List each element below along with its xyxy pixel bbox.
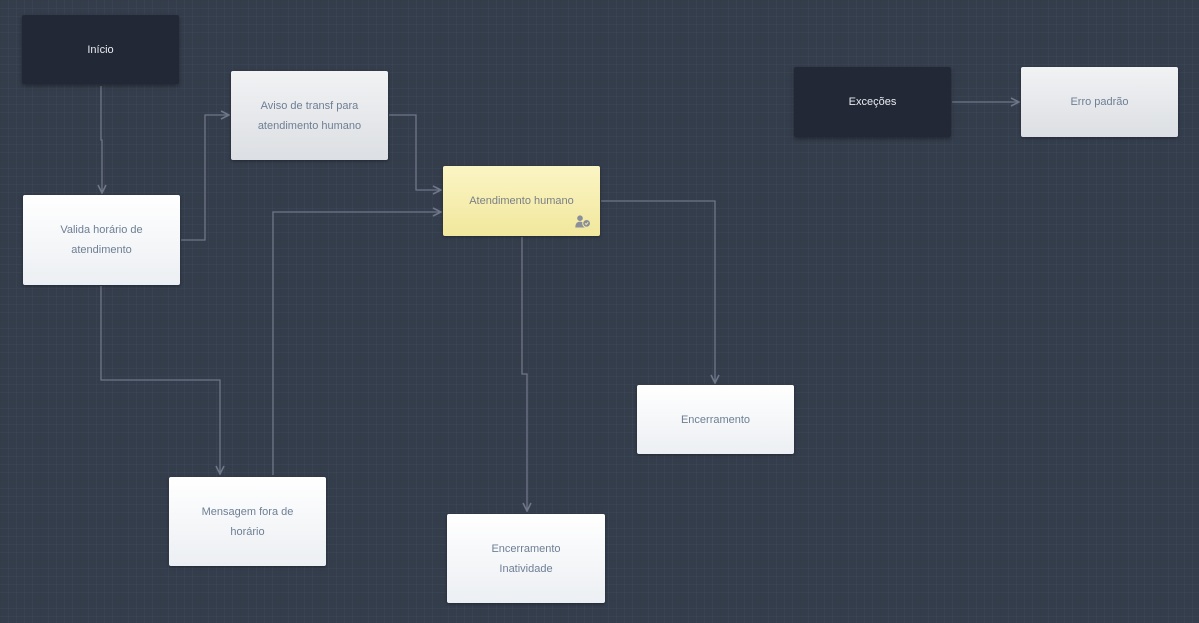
- node-aviso-transf-label: Aviso de transf para atendimento humano: [257, 99, 362, 132]
- node-excecoes[interactable]: Exceções: [794, 67, 951, 137]
- node-aviso-transf[interactable]: Aviso de transf para atendimento humano: [231, 71, 388, 160]
- connector-valida-to-mensagem: [100, 286, 220, 474]
- node-excecoes-label: Exceções: [848, 96, 897, 108]
- connector-aviso-to-atendimento: [389, 114, 441, 190]
- node-inicio[interactable]: Início: [22, 15, 179, 84]
- node-mensagem-fora-horario[interactable]: Mensagem fora de horário: [169, 477, 326, 566]
- human-agent-icon: [575, 215, 591, 228]
- node-encerramento-label: Encerramento: [680, 413, 751, 426]
- connector-valida-to-aviso: [181, 115, 229, 241]
- connector-atendimento-to-inatividade: [521, 237, 527, 511]
- node-encerramento-inatividade[interactable]: Encerramento Inatividade: [447, 514, 605, 603]
- node-encerramento-inatividade-label: Encerramento Inatividade: [491, 542, 561, 575]
- node-atendimento-humano-label: Atendimento humano: [469, 195, 574, 207]
- node-valida-horario-label: Valida horário de atendimento: [60, 224, 143, 256]
- node-inicio-label: Início: [87, 43, 114, 56]
- node-erro-padrao-label: Erro padrão: [1070, 96, 1129, 108]
- node-valida-horario[interactable]: Valida horário de atendimento: [23, 195, 180, 285]
- node-erro-padrao[interactable]: Erro padrão: [1021, 67, 1178, 137]
- node-mensagem-fora-horario-label: Mensagem fora de horário: [201, 505, 294, 538]
- connector-mensagem-to-atendimento: [272, 212, 441, 475]
- connector-atendimento-to-encerramento: [601, 200, 715, 383]
- connector-inicio-to-valida: [101, 86, 102, 193]
- node-atendimento-humano[interactable]: Atendimento humano: [443, 166, 600, 236]
- node-encerramento[interactable]: Encerramento: [637, 385, 794, 454]
